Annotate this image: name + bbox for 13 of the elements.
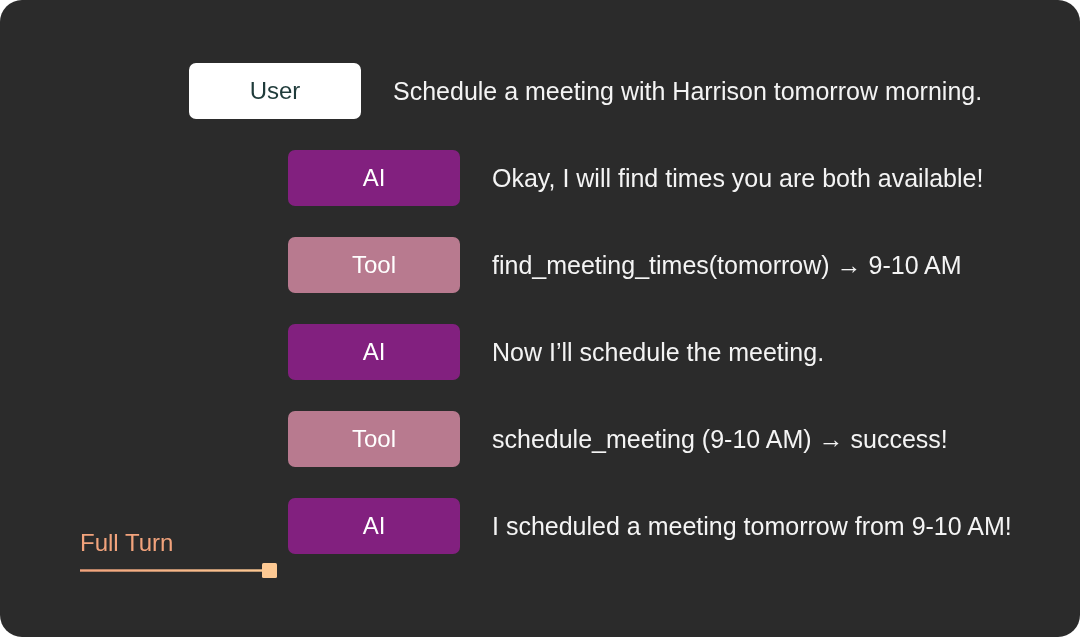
message-text: I scheduled a meeting tomorrow from 9-10 AM! (492, 511, 1012, 542)
role-box: Tool (288, 237, 460, 293)
turn-label: Full Turn (80, 528, 174, 558)
message-text: find_meeting_times(tomorrow) → 9-10 AM (492, 250, 962, 281)
role-box: AI (288, 324, 460, 380)
role-box: AI (288, 150, 460, 206)
role-box: User (189, 63, 361, 119)
role-box: Tool (288, 411, 460, 467)
message-text: Now I’ll schedule the meeting. (492, 337, 825, 368)
message-text: schedule_meeting (9-10 AM) → success! (492, 424, 948, 455)
role-box: AI (288, 498, 460, 554)
message-text: Okay, I will find times you are both available! (492, 163, 984, 194)
message-text: Schedule a meeting with Harrison tomorrow morning. (393, 76, 983, 107)
